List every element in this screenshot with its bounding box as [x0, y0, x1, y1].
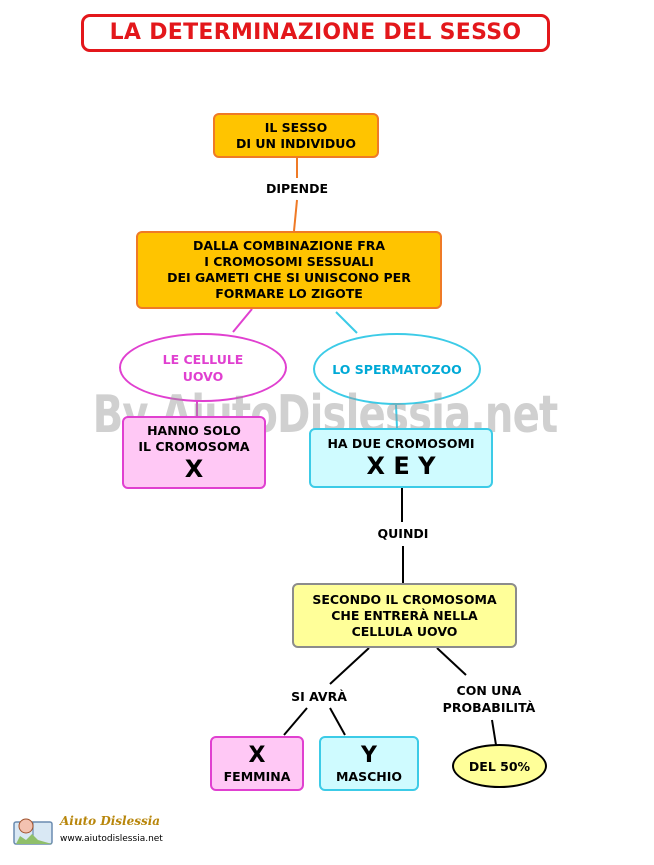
node-combinazione-line2: I CROMOSOMI SESSUALI [204, 254, 374, 269]
line-combinazione-cellule [232, 308, 253, 333]
node-hanno-line1: HANNO SOLO [147, 422, 241, 438]
ellipse-cellule-line1: LE CELLULE [162, 351, 244, 367]
node-sesso: IL SESSO DI UN INDIVIDUO [213, 113, 379, 158]
link-con-una-line1: CON UNA [456, 683, 522, 698]
node-secondo-line3: CELLULA UOVO [351, 623, 458, 639]
ellipse-cinquanta: DEL 50% [452, 744, 547, 788]
link-con-una: CON UNA PROBABILITÀ [424, 682, 554, 718]
node-combinazione-line1: DALLA COMBINAZIONE FRA [192, 238, 386, 253]
node-combinazione-line4: FORMARE LO ZIGOTE [215, 286, 363, 301]
line-combinazione-spermatozoo [335, 311, 358, 334]
node-due-xey: X E Y [366, 452, 436, 480]
line-secondo-siavra [329, 647, 370, 685]
ellipse-cellule-line2: UOVO [182, 368, 224, 384]
node-maschio-label: MASCHIO [335, 768, 403, 784]
node-hanno-x: X [184, 454, 204, 483]
logo: Aiuto Dislessia www.aiutodislessia.net [12, 812, 182, 852]
line-siavra-maschio [329, 707, 346, 736]
line-siavra-femmina [283, 707, 308, 736]
node-femmina: X FEMMINA [210, 736, 304, 791]
line-conuna-cinquanta [491, 719, 497, 746]
node-combinazione-line3: DEI GAMETI CHE SI UNISCONO PER [167, 270, 411, 285]
node-secondo-line2: CHE ENTRERÀ NELLA [331, 607, 478, 623]
node-maschio-y: Y [361, 742, 377, 768]
node-due-line1: HA DUE CROMOSOMI [327, 436, 475, 451]
node-femmina-x: X [248, 742, 266, 768]
node-secondo-line1: SECONDO IL CROMOSOMA [312, 591, 497, 607]
node-femmina-label: FEMMINA [223, 768, 291, 784]
link-quindi: QUINDI [358, 526, 448, 544]
link-si-avra: SI AVRÀ [276, 689, 362, 707]
node-due-cromosomi: HA DUE CROMOSOMI X E Y [309, 428, 493, 488]
ellipse-spermatozoo: LO SPERMATOZOO [313, 333, 481, 405]
logo-name: Aiuto Dislessia [60, 814, 161, 828]
line-dipende-combinazione [293, 199, 298, 232]
link-probabilita: PROBABILITÀ [442, 700, 536, 715]
ellipse-cellule-uovo: LE CELLULE UOVO [119, 333, 287, 402]
ellipse-cinquanta-label: DEL 50% [468, 758, 531, 774]
node-sesso-line2: DI UN INDIVIDUO [236, 135, 356, 151]
line-spermatozoo-due [395, 404, 398, 429]
node-hanno-line2: IL CROMOSOMA [138, 438, 250, 454]
page-title: LA DETERMINAZIONE DEL SESSO [81, 14, 550, 52]
link-dipende: DIPENDE [252, 181, 342, 199]
ellipse-spermatozoo-label: LO SPERMATOZOO [332, 361, 462, 377]
logo-url: www.aiutodislessia.net [60, 834, 163, 844]
node-sesso-line1: IL SESSO [264, 119, 328, 135]
line-secondo-conuna [436, 647, 467, 676]
node-secondo-cromosoma: SECONDO IL CROMOSOMA CHE ENTRERÀ NELLA C… [292, 583, 517, 648]
node-maschio: Y MASCHIO [319, 736, 419, 791]
node-combinazione: DALLA COMBINAZIONE FRA I CROMOSOMI SESSU… [136, 231, 442, 309]
node-hanno-solo: HANNO SOLO IL CROMOSOMA X [122, 416, 266, 489]
logo-book-icon [13, 818, 53, 845]
